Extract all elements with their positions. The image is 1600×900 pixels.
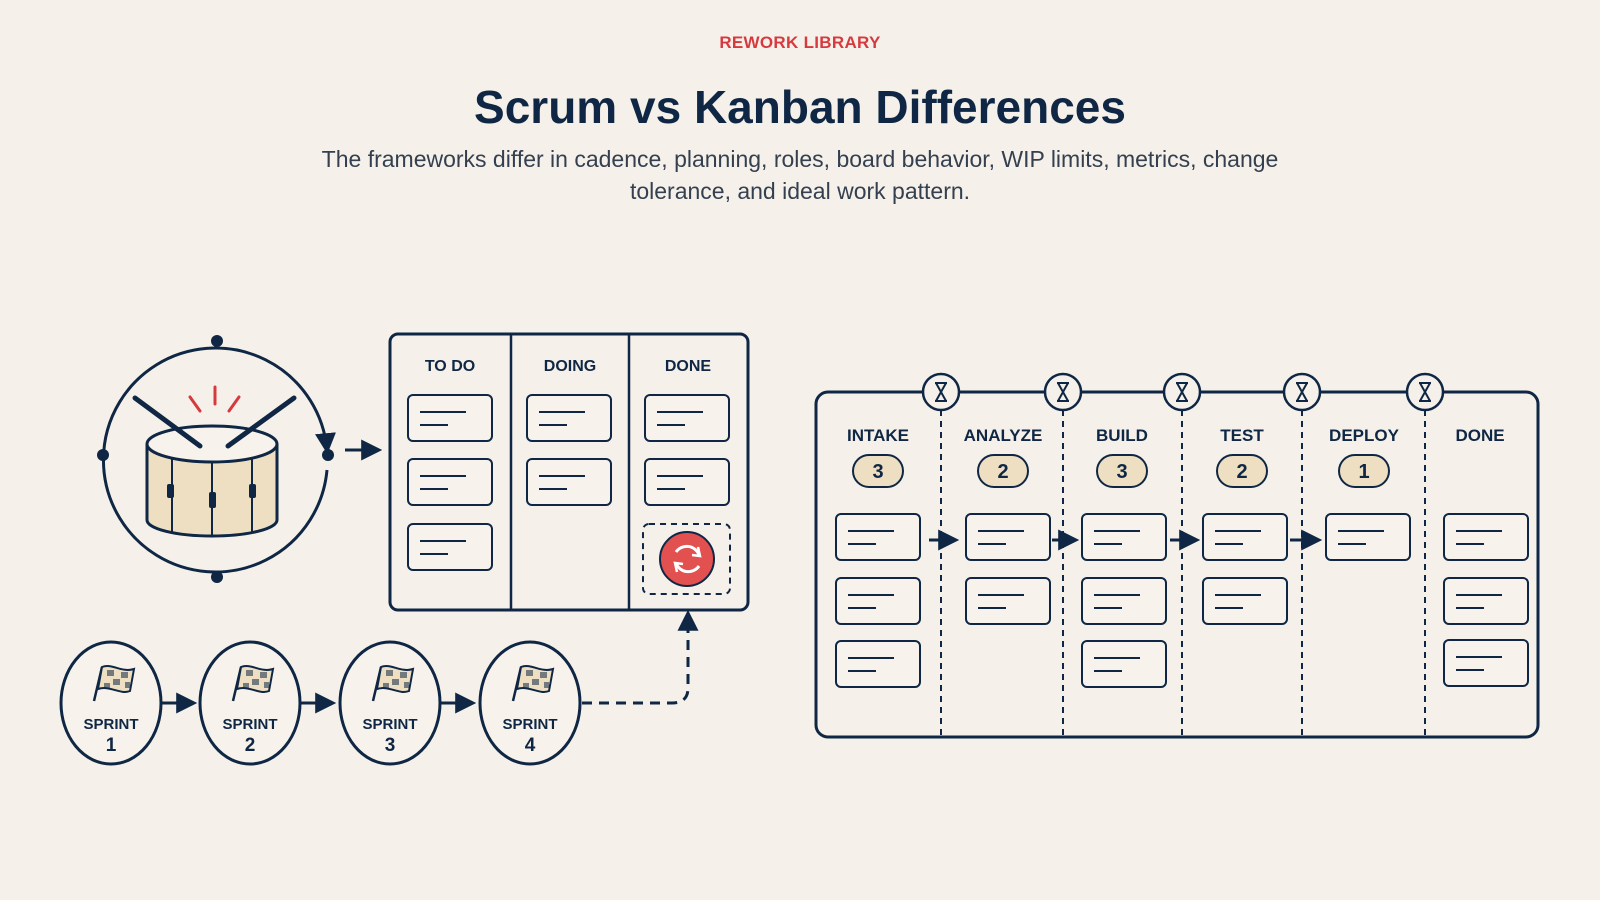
sprint-2: SPRINT 2: [198, 640, 302, 766]
task-card: [1081, 577, 1167, 625]
sprint-number: 2: [245, 735, 256, 756]
sprint-number: 1: [106, 735, 117, 756]
wip-limit-badge: 3: [1096, 454, 1148, 488]
sprint-label: SPRINT: [83, 716, 138, 733]
kanban-column-done: DONE: [1455, 426, 1504, 445]
page-title: Scrum vs Kanban Differences: [474, 81, 1126, 133]
hourglass-icon: [921, 372, 961, 412]
scrum-board: TO DO DOING DONE: [388, 332, 750, 612]
sprint-number: 3: [385, 735, 396, 756]
kanban-column-intake: INTAKE: [847, 426, 909, 445]
sprint-label: SPRINT: [362, 716, 417, 733]
task-card: [526, 458, 612, 506]
kanban-board: INTAKE ANALYZE BUILD TEST DEPLOY DONE 3 …: [814, 372, 1540, 739]
task-card: [835, 577, 921, 625]
refresh-icon: [659, 531, 715, 587]
task-card: [1325, 513, 1411, 561]
task-card: [407, 458, 493, 506]
task-card: [644, 458, 730, 506]
sprint-number: 4: [525, 735, 536, 756]
task-card: [1202, 577, 1288, 625]
task-card: [407, 523, 493, 571]
sprint-label: SPRINT: [502, 716, 557, 733]
svg-text:2: 2: [1236, 461, 1247, 483]
hourglass-icon: [1405, 372, 1445, 412]
task-card: [407, 394, 493, 442]
scrum-column-doing: DOING: [544, 358, 596, 375]
task-card: [644, 394, 730, 442]
scrum-column-todo: TO DO: [425, 358, 475, 375]
wip-limit-badge: 1: [1338, 454, 1390, 488]
svg-text:2: 2: [997, 461, 1008, 483]
hourglass-icon: [1162, 372, 1202, 412]
wip-limit-badge: 2: [1216, 454, 1268, 488]
hourglass-icon: [1282, 372, 1322, 412]
kanban-column-deploy: DEPLOY: [1329, 426, 1400, 445]
kanban-column-analyze: ANALYZE: [964, 426, 1043, 445]
kanban-column-test: TEST: [1220, 426, 1264, 445]
drum-icon: [132, 385, 297, 538]
task-card: [835, 640, 921, 688]
hourglass-icon: [1043, 372, 1083, 412]
sprint-cycle-loop: [97, 335, 336, 583]
task-card: [1081, 640, 1167, 688]
increment-slot: [642, 523, 731, 595]
sprint-label: SPRINT: [222, 716, 277, 733]
page-subtitle: The frameworks differ in cadence, planni…: [321, 146, 1279, 204]
wip-limit-badge: 2: [977, 454, 1029, 488]
wip-limit-badge: 3: [852, 454, 904, 488]
task-card: [1202, 513, 1288, 561]
sprint-3: SPRINT 3: [338, 640, 442, 766]
task-card: [1443, 639, 1529, 687]
svg-text:1: 1: [1358, 461, 1369, 483]
sprint-1: SPRINT 1: [59, 640, 163, 766]
task-card: [965, 577, 1051, 625]
task-card: [1081, 513, 1167, 561]
kanban-column-build: BUILD: [1096, 426, 1148, 445]
svg-text:3: 3: [1116, 461, 1127, 483]
task-card: [965, 513, 1051, 561]
sprint-4: SPRINT 4: [478, 640, 582, 766]
eyebrow-label: REWORK LIBRARY: [719, 33, 881, 52]
task-card: [526, 394, 612, 442]
task-card: [1443, 577, 1529, 625]
task-card: [1443, 513, 1529, 561]
delivery-arrow: [582, 609, 699, 705]
svg-text:3: 3: [872, 461, 883, 483]
scrum-column-done: DONE: [665, 358, 712, 375]
sprint-sequence: SPRINT 1 SPRINT 2 SPRINT 3 SPRINT 4: [59, 609, 699, 766]
task-card: [835, 513, 921, 561]
